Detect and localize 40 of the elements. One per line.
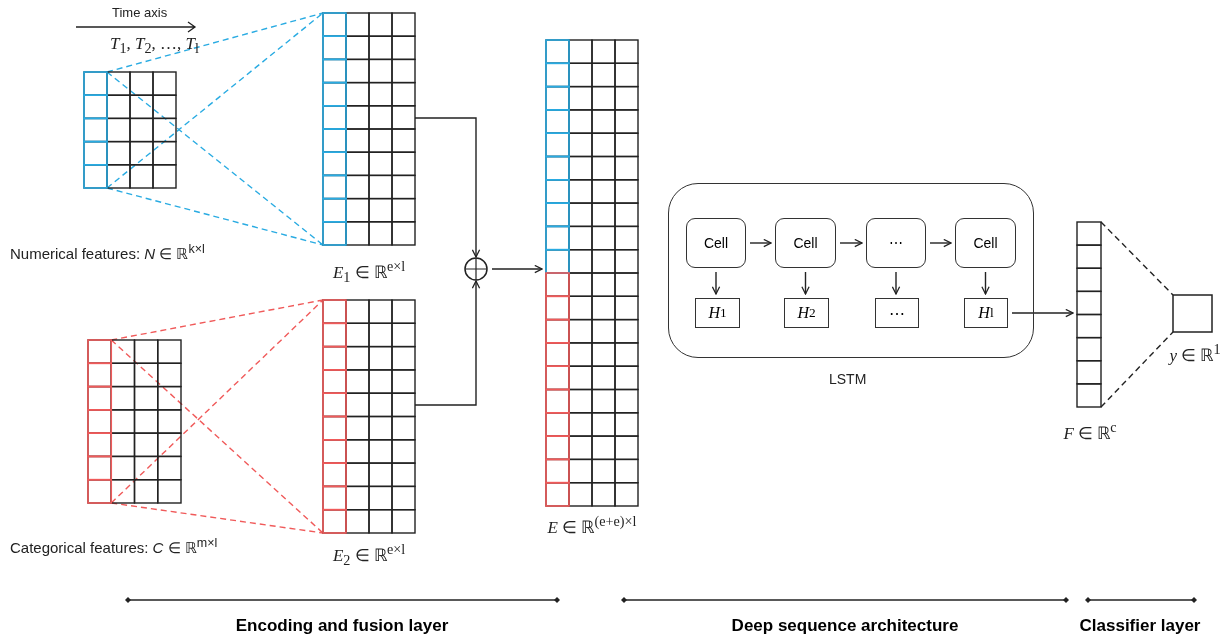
matrix-caption: E$_{1}$ ∈ ℝ$^{e×l}$ [332,258,406,287]
lstm-cell: Cell [775,218,836,268]
arrow [801,271,810,295]
section-label: Deep sequence architecture [731,616,959,636]
output-box [1173,295,1212,332]
matrix-grid [1077,222,1101,407]
matrix-grid [84,72,176,188]
arrow [1011,308,1074,318]
matrix-caption: E ∈ ℝ$^{(e+e)×l}$ [547,513,637,538]
module-label: LSTM [829,371,867,387]
matrix-caption: F ∈ ℝ$^{c}$ [1063,419,1117,444]
arrow [414,280,481,406]
arrow [491,264,543,274]
arrow [981,271,990,295]
matrix-grid [323,13,415,245]
projection-lines [106,12,324,246]
arrow [929,238,952,248]
matrix-grid [546,40,638,506]
matrix-caption: E$_{2}$ ∈ ℝ$^{e×l}$ [332,541,406,570]
hidden-state-box: ⋯ [875,298,919,328]
arrow [749,238,772,248]
projection-lines [1100,221,1174,408]
time-steps-label: T$_{1}$, T$_{2}$, …, T$_{l}$ [110,34,199,58]
circle-plus-icon [464,257,488,281]
lstm-cell: Cell [955,218,1016,268]
matrix-grid [323,300,415,533]
section-label: Encoding and fusion layer [235,616,449,636]
axis-label: Time axis [112,5,168,20]
section-label: Classifier layer [1079,616,1201,636]
lstm-cell: ⋯ [866,218,926,268]
arrow [891,271,901,295]
projection-lines [110,299,324,534]
matrix-caption: y ∈ ℝ$^{1}$ [1169,341,1221,366]
arrow [414,117,481,258]
lstm-cell: Cell [686,218,746,268]
matrix-caption: Categorical features: C ∈ ℝ$^{m×l}$ [10,536,218,557]
arrow [839,238,863,248]
arrow [711,271,721,295]
matrix-grid [88,340,181,503]
matrix-caption: Numerical features: N ∈ ℝ$^{k×l}$ [10,242,205,263]
